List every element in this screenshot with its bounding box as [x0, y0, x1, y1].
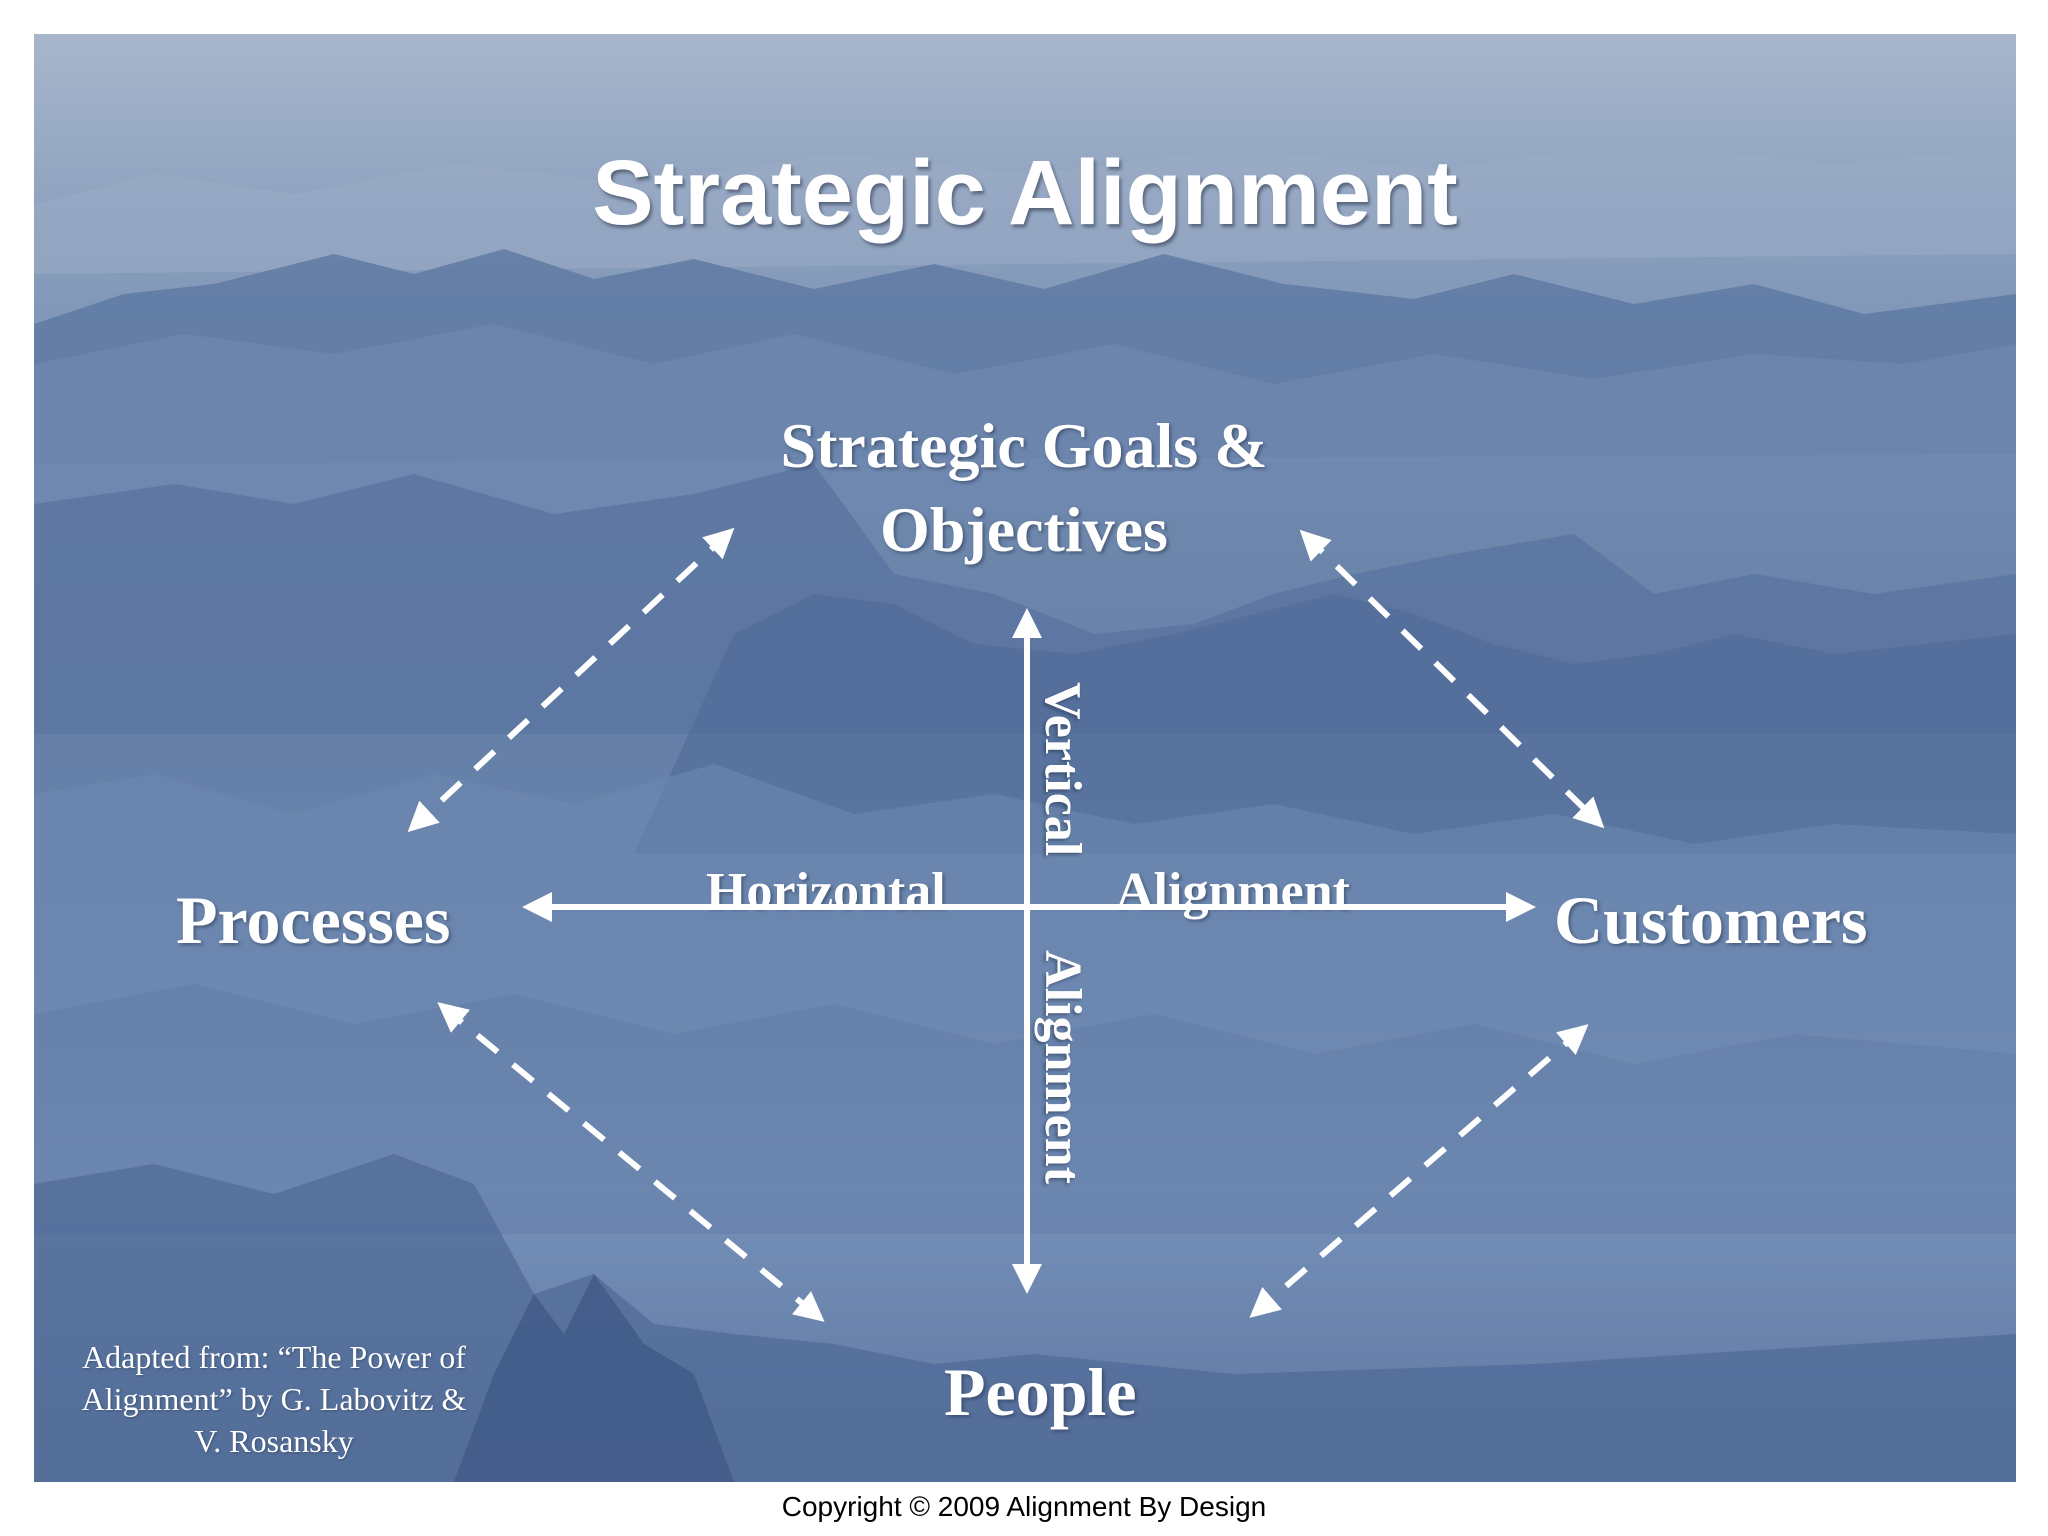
attribution-line2: Alignment” by G. Labovitz &: [81, 1381, 467, 1417]
attribution-line1: Adapted from: “The Power of: [82, 1339, 466, 1375]
node-people: People: [944, 1354, 1137, 1430]
node-strategic-goals-line1: Strategic Goals &: [780, 410, 1268, 481]
node-strategic-goals-line2: Objectives: [880, 494, 1168, 565]
attribution-line3: V. Rosansky: [194, 1423, 354, 1459]
customers-people-dashed-arrow: [1249, 1024, 1589, 1318]
node-customers: Customers: [1554, 882, 1868, 958]
node-strategic-goals: Strategic Goals & Objectives: [674, 404, 1374, 572]
copyright-footer: Copyright © 2009 Alignment By Design: [781, 1491, 1267, 1522]
slide: Strategic Alignment Strategic Goals & Ob…: [34, 34, 2016, 1482]
goals-processes-dashed-arrow: [407, 527, 735, 833]
alignment-arrows: [407, 527, 1605, 1322]
node-processes: Processes: [176, 882, 451, 958]
goals-customers-dashed-arrow: [1299, 529, 1605, 829]
slide-title: Strategic Alignment: [592, 142, 1458, 244]
attribution-note: Adapted from: “The Power of Alignment” b…: [64, 1336, 484, 1462]
processes-people-dashed-arrow: [437, 1002, 825, 1322]
